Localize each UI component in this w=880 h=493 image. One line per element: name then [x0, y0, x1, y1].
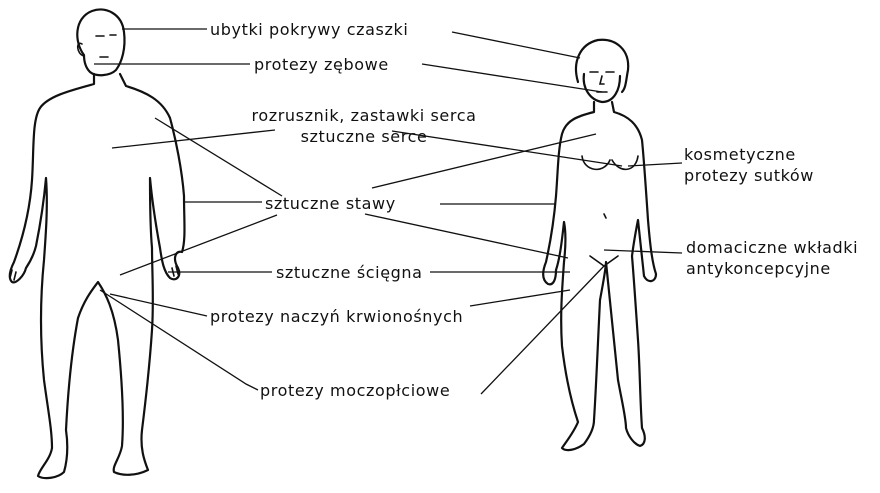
male-hand-right-fingers: [172, 266, 178, 276]
leader-joints-hip-male: [120, 215, 277, 275]
male-eyes: [96, 35, 116, 36]
female-navel: [604, 214, 606, 218]
leader-skull-female: [452, 32, 580, 58]
label-skull: ubytki pokrywy czaszki: [210, 20, 408, 39]
female-figure: [543, 40, 656, 450]
label-breast-line1: kosmetyczne: [684, 145, 796, 164]
leader-joints-hip-female: [365, 214, 568, 258]
label-vessels: protezy naczyń krwionośnych: [210, 307, 463, 326]
label-urogenital: protezy moczopłciowe: [260, 381, 450, 400]
male-head: [77, 10, 124, 76]
label-pacemaker-line2: sztuczne serce: [218, 127, 510, 146]
label-joints: sztuczne stawy: [265, 194, 396, 213]
leader-vessels-female: [470, 290, 570, 306]
leader-urogenital-male: [100, 290, 258, 390]
label-dentures: protezy zębowe: [254, 55, 389, 74]
female-pelvis: [590, 256, 618, 266]
female-breasts: [582, 156, 638, 169]
leader-vessels-male: [110, 294, 207, 316]
label-iud-line2: antykoncepcyjne: [686, 259, 831, 278]
male-figure: [10, 10, 185, 479]
female-body-outline: [543, 102, 656, 450]
label-tendons: sztuczne ścięgna: [276, 263, 423, 282]
leader-iud: [604, 250, 682, 253]
label-iud-line1: domaciczne wkładki: [686, 238, 858, 257]
label-pacemaker-line1: rozrusznik, zastawki serca: [218, 106, 510, 125]
female-nose: [600, 76, 604, 84]
label-breast-line2: protezy sutków: [684, 166, 814, 185]
leader-urogenital-female: [481, 266, 604, 394]
male-body-outline: [10, 74, 185, 478]
